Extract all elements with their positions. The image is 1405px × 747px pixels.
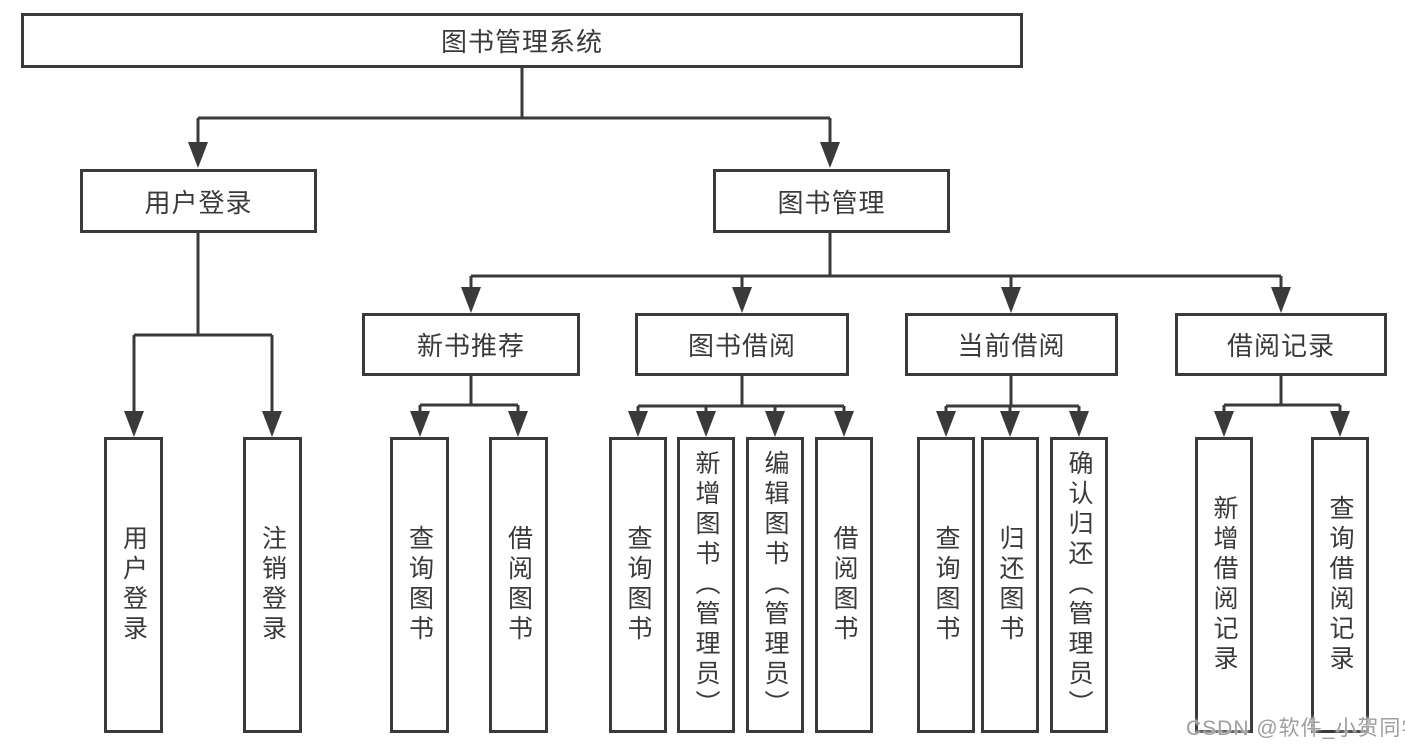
node-root: 图书管理系统 <box>21 13 1023 68</box>
watermark: CSDN @软件_小贺同学 <box>1186 717 1405 740</box>
arrowheads-book-borrow-branch <box>628 411 854 437</box>
node-user-login: 用户登录 <box>80 169 317 233</box>
connector-root-to-level2 <box>196 68 832 146</box>
connector-current-borrow-branch <box>944 376 1081 415</box>
node-leaf-user-login: 用户登录 <box>104 437 163 733</box>
node-leaf-cb-query-book: 查询图书 <box>917 437 975 733</box>
node-leaf-rec-query-book: 查询图书 <box>390 437 449 733</box>
arrowheads-book-mgmt-branch <box>461 287 1291 313</box>
connector-new-book-rec-branch <box>418 376 520 415</box>
arrowheads-user-login-branch <box>124 411 282 437</box>
node-current-borrow: 当前借阅 <box>905 313 1118 376</box>
node-new-book-rec: 新书推荐 <box>362 313 580 376</box>
node-leaf-cb-return-book: 归还图书 <box>981 437 1039 733</box>
arrowheads-current-borrow-branch <box>936 411 1089 437</box>
node-book-borrow: 图书借阅 <box>635 313 849 376</box>
node-leaf-rec-borrow-book: 借阅图书 <box>489 437 548 733</box>
node-leaf-bb-query-book: 查询图书 <box>609 437 667 733</box>
node-leaf-br-query-record: 查询借阅记录 <box>1311 437 1369 733</box>
connector-user-login-branch <box>132 233 274 415</box>
node-leaf-bb-edit-book: 编辑图书（管理员） <box>746 437 804 733</box>
node-book-mgmt: 图书管理 <box>713 169 950 233</box>
node-leaf-cb-confirm-return: 确认归还（管理员） <box>1050 437 1108 733</box>
arrowheads-new-book-rec-branch <box>410 411 528 437</box>
arrowheads-borrow-record-branch <box>1214 411 1350 437</box>
connector-book-borrow-branch <box>636 376 846 415</box>
node-leaf-bb-add-book: 新增图书（管理员） <box>677 437 735 733</box>
node-leaf-br-add-record: 新增借阅记录 <box>1195 437 1253 733</box>
arrowheads-level2 <box>188 142 840 168</box>
node-leaf-logout: 注销登录 <box>243 437 302 733</box>
node-leaf-bb-borrow-book: 借阅图书 <box>815 437 873 733</box>
connector-borrow-record-branch <box>1222 376 1342 415</box>
connector-book-mgmt-branch <box>469 233 1283 291</box>
node-borrow-record: 借阅记录 <box>1175 313 1387 376</box>
